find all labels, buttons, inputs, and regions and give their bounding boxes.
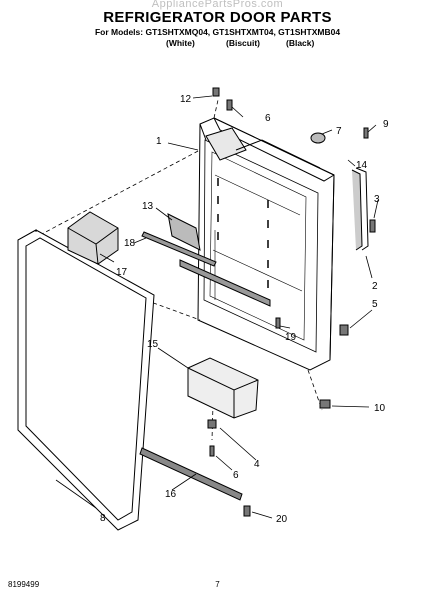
callout-16: 16 <box>165 489 177 500</box>
callout-18: 18 <box>124 238 136 249</box>
color-biscuit: (Biscuit) <box>226 38 260 48</box>
callout-1: 1 <box>156 136 162 147</box>
callout-6-bottom: 6 <box>233 470 239 481</box>
model-list: For Models: GT1SHTXMQ04, GT1SHTXMT04, GT… <box>94 27 341 37</box>
callout-3: 3 <box>374 194 380 205</box>
callout-13: 13 <box>142 201 154 212</box>
document-number: 8199499 <box>8 580 40 589</box>
door-handle <box>351 167 369 251</box>
leader-lines <box>55 95 379 519</box>
callout-19: 19 <box>285 332 297 343</box>
page-title: REFRIGERATOR DOOR PARTS <box>103 9 332 26</box>
callout-5: 5 <box>372 299 378 310</box>
door-panel <box>197 117 335 371</box>
page-number: 7 <box>215 580 220 589</box>
bottom-trim <box>139 447 243 501</box>
watermark: AppliancePartsPros.com <box>151 0 284 10</box>
door-gasket <box>17 229 155 531</box>
callout-12: 12 <box>180 94 192 105</box>
callout-6-top: 6 <box>265 113 271 124</box>
callout-8: 8 <box>100 513 106 524</box>
door-shelf-bin <box>187 357 259 419</box>
part-13 <box>167 213 201 251</box>
color-white: (White) <box>166 38 195 48</box>
hardware <box>207 87 376 517</box>
color-black: (Black) <box>286 38 315 48</box>
callout-20: 20 <box>276 514 288 525</box>
callout-10: 10 <box>374 403 386 414</box>
part-18-rail <box>141 231 217 267</box>
callout-7: 7 <box>336 126 342 137</box>
callout-9: 9 <box>383 119 389 130</box>
callout-14: 14 <box>356 160 368 171</box>
callout-4: 4 <box>254 459 260 470</box>
callout-17: 17 <box>116 267 128 278</box>
part-5-rail <box>179 259 271 307</box>
dairy-cover <box>67 211 119 265</box>
callout-2: 2 <box>372 281 378 292</box>
callout-15: 15 <box>147 339 159 350</box>
